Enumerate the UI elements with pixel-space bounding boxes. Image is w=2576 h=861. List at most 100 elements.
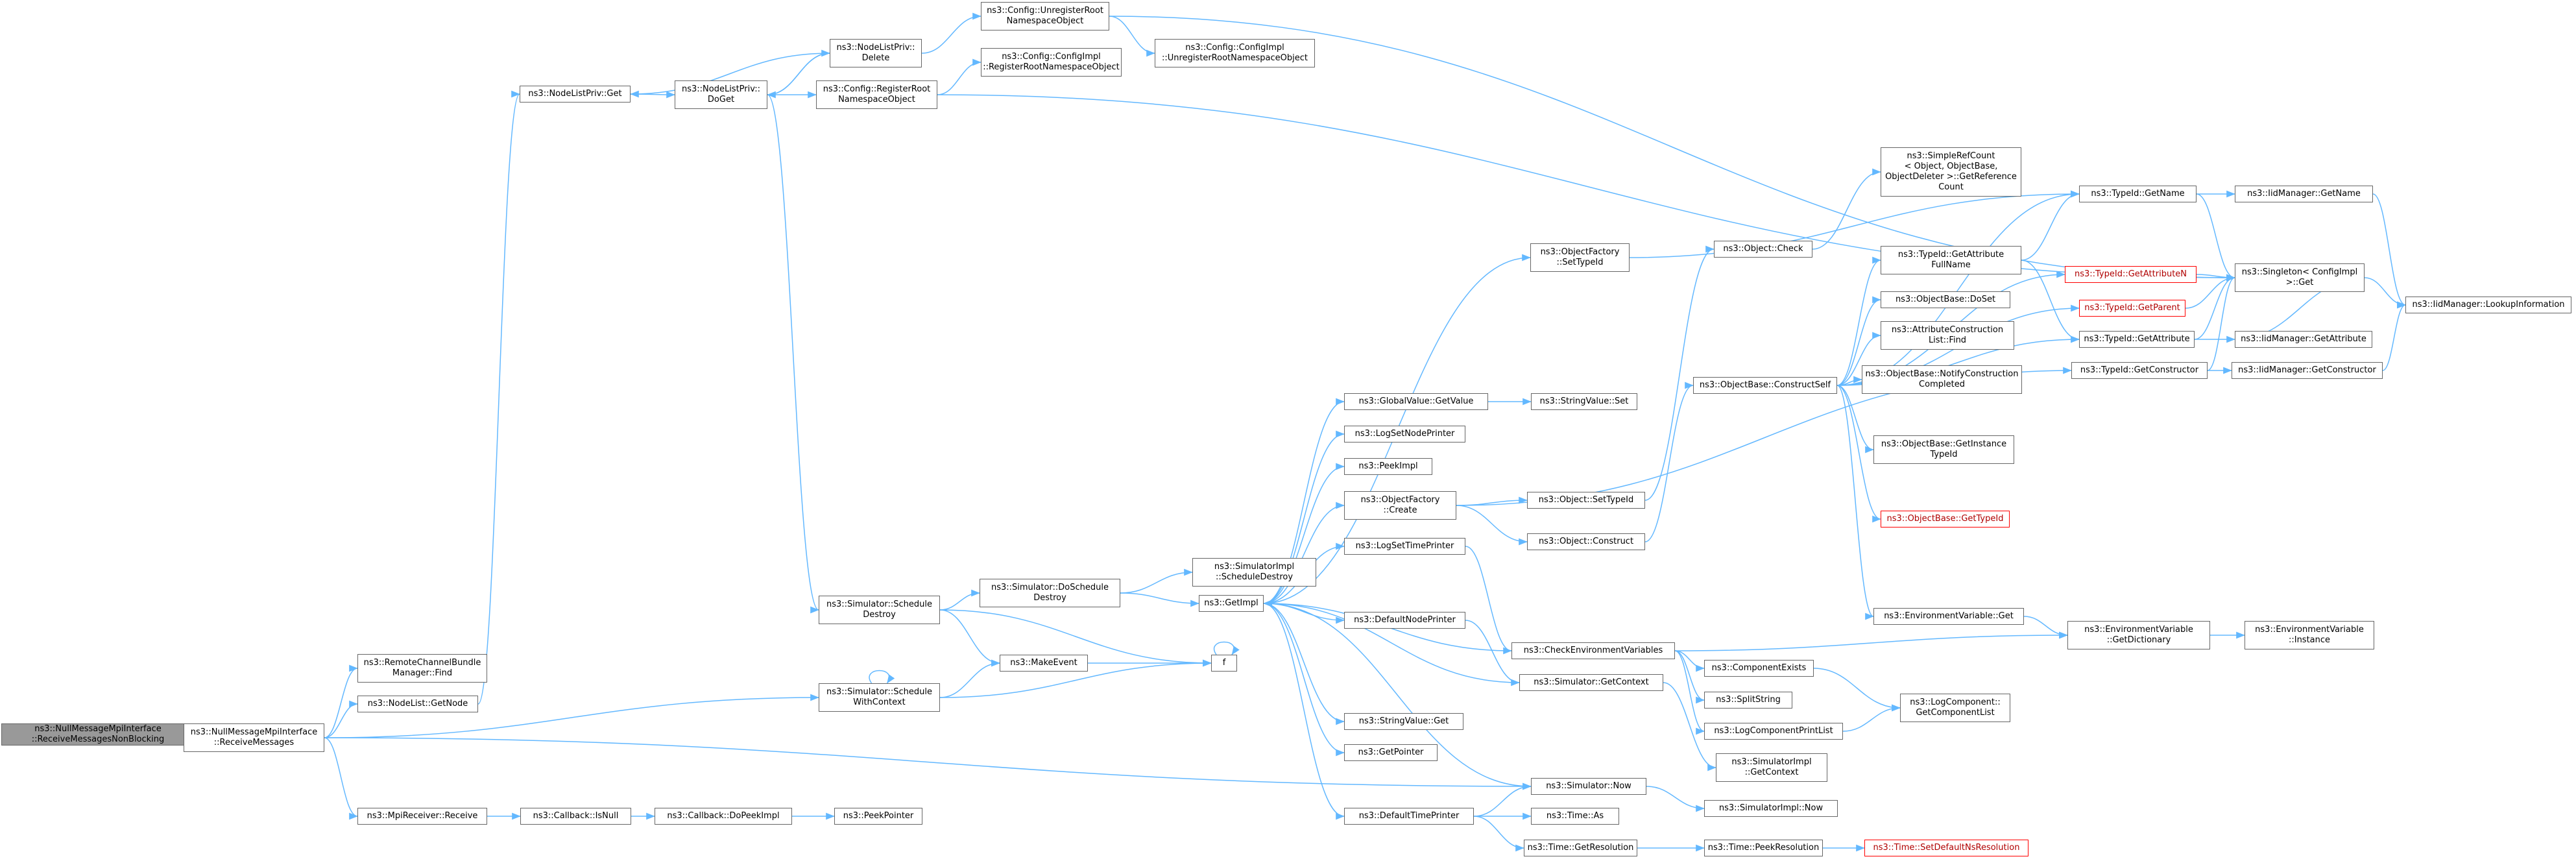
node-obgt[interactable]: ns3::ObjectBase::GetTypeId [1881, 511, 2010, 528]
node-nlgn[interactable]: ns3::NodeList::GetNode [357, 696, 478, 712]
edge-oc-to-obcs [1644, 382, 1694, 542]
edge-cev-to-evgd [1674, 631, 2068, 651]
edge-evg-to-evgd [2023, 616, 2068, 639]
node-nlpd[interactable]: ns3::NodeListPriv:: Delete [830, 39, 922, 67]
node-evi[interactable]: ns3::EnvironmentVariable ::Instance [2245, 621, 2374, 649]
node-gi[interactable]: ns3::GetImpl [1199, 595, 1264, 612]
edge-sgc-to-sigc [1663, 682, 1716, 771]
node-sn[interactable]: ns3::Simulator::Now [1531, 778, 1646, 795]
node-sgc[interactable]: ns3::Simulator::GetContext [1519, 674, 1663, 691]
edge-sn-to-sin [1646, 786, 1705, 812]
edge-nlpd-to-nlpg [630, 53, 830, 98]
node-rm[interactable]: ns3::NullMessageMpiInterface ::ReceiveMe… [184, 723, 324, 752]
node-ochk[interactable]: ns3::Object::Check [1714, 241, 1812, 258]
node-tgan[interactable]: ns3::TypeId::GetAttributeN [2065, 266, 2197, 283]
node-tgr[interactable]: ns3::Time::GetResolution [1524, 840, 1637, 856]
edge-cev-to-lcpl [1674, 650, 1705, 735]
edge-swc-to-me [939, 659, 1000, 698]
edge-dnp-to-sgc [1465, 620, 1520, 686]
edge-tgafn-to-tgn [2021, 190, 2080, 261]
node-sin[interactable]: ns3::SimulatorImpl::Now [1704, 800, 1838, 817]
node-swc[interactable]: ns3::Simulator::Schedule WithContext [819, 683, 940, 712]
node-me[interactable]: ns3::MakeEvent [1000, 655, 1088, 672]
edge-rm-to-mpr [324, 737, 358, 820]
node-ss[interactable]: ns3::SplitString [1704, 692, 1792, 709]
edge-tgafn-to-tga [2021, 260, 2080, 343]
node-sdsd[interactable]: ns3::Simulator::DoSchedule Destroy [980, 579, 1120, 607]
node-ofst[interactable]: ns3::ObjectFactory ::SetTypeId [1530, 243, 1630, 272]
node-tsdr[interactable]: ns3::Time::SetDefaultNsResolution [1864, 840, 2028, 856]
node-obnc[interactable]: ns3::ObjectBase::NotifyConstruction Comp… [1862, 365, 2022, 394]
node-pp[interactable]: ns3::PeekPointer [834, 808, 922, 825]
edge-obcs-to-obgi [1836, 385, 1874, 454]
edge-nlpd-to-nlpdg [767, 53, 830, 99]
node-lcpl[interactable]: ns3::LogComponentPrintList [1704, 723, 1843, 740]
node-mpr[interactable]: ns3::MpiReceiver::Receive [357, 808, 487, 825]
node-ssd[interactable]: ns3::Simulator::Schedule Destroy [819, 596, 940, 624]
node-imga[interactable]: ns3::IidManager::GetAttribute [2235, 331, 2372, 348]
edge-ssd-to-me [939, 609, 1000, 667]
node-obds[interactable]: ns3::ObjectBase::DoSet [1881, 291, 2010, 308]
edge-swc-to-f [939, 659, 1212, 698]
node-evg[interactable]: ns3::EnvironmentVariable::Get [1873, 608, 2024, 625]
node-oc[interactable]: ns3::Object::Construct [1527, 533, 1645, 550]
node-imgn[interactable]: ns3::IidManager::GetName [2235, 186, 2373, 202]
node-tgc[interactable]: ns3::TypeId::GetConstructor [2071, 362, 2208, 379]
node-tpr[interactable]: ns3::Time::PeekResolution [1704, 840, 1823, 856]
node-f[interactable]: f [1211, 655, 1237, 672]
node-root: ns3::NullMessageMpiInterface ::ReceiveMe… [1, 723, 195, 746]
node-tgafn[interactable]: ns3::TypeId::GetAttribute FullName [1881, 246, 2021, 274]
edge-imgc-to-imli [2382, 301, 2406, 371]
node-ciur[interactable]: ns3::Config::ConfigImpl ::UnregisterRoot… [1155, 39, 1315, 67]
edge-nlpdg-to-ssd [767, 94, 819, 614]
node-tgn[interactable]: ns3::TypeId::GetName [2079, 186, 2197, 202]
edge-gi-to-dtp [1263, 603, 1345, 820]
node-imli[interactable]: ns3::IidManager::LookupInformation [2405, 297, 2571, 313]
node-gvg[interactable]: ns3::GlobalValue::GetValue [1344, 393, 1488, 410]
node-cev[interactable]: ns3::CheckEnvironmentVariables [1511, 642, 1675, 659]
node-ce[interactable]: ns3::ComponentExists [1704, 660, 1814, 677]
node-sci[interactable]: ns3::Singleton< ConfigImpl >::Get [2235, 263, 2365, 292]
edge-sgc-to-gi [1263, 600, 1520, 683]
node-aclf[interactable]: ns3::AttributeConstruction List::Find [1881, 321, 2014, 350]
node-cur[interactable]: ns3::Config::UnregisterRoot NamespaceObj… [981, 2, 1109, 30]
node-obcs[interactable]: ns3::ObjectBase::ConstructSelf [1693, 377, 1837, 394]
edge-rm-to-nlgn [324, 700, 358, 738]
node-tas[interactable]: ns3::Time::As [1531, 808, 1619, 825]
edge-gi-to-lsnp [1263, 430, 1345, 604]
node-srco[interactable]: ns3::SimpleRefCount < Object, ObjectBase… [1881, 147, 2021, 197]
edge-cur-to-sci [1109, 16, 2235, 282]
node-tga[interactable]: ns3::TypeId::GetAttribute [2079, 331, 2195, 348]
edge-gi-to-svg [1263, 603, 1345, 725]
edge-crr-to-cirn [937, 58, 981, 95]
node-pi[interactable]: ns3::PeekImpl [1344, 458, 1432, 475]
node-ofc[interactable]: ns3::ObjectFactory ::Create [1344, 491, 1456, 520]
node-imgc[interactable]: ns3::IidManager::GetConstructor [2232, 362, 2383, 379]
edge-gi-to-gvg [1263, 398, 1345, 604]
node-dtp[interactable]: ns3::DefaultTimePrinter [1344, 808, 1474, 825]
node-tgp[interactable]: ns3::TypeId::GetParent [2079, 300, 2185, 317]
node-sigc[interactable]: ns3::SimulatorImpl ::GetContext [1716, 753, 1827, 782]
node-lstp[interactable]: ns3::LogSetTimePrinter [1344, 538, 1465, 555]
edge-gi-to-pi [1263, 463, 1345, 604]
edge-lcpl-to-lcgcl [1842, 704, 1901, 732]
node-svs[interactable]: ns3::StringValue::Set [1531, 393, 1637, 410]
node-rcb[interactable]: ns3::RemoteChannelBundle Manager::Find [357, 654, 487, 683]
node-cirn[interactable]: ns3::Config::ConfigImpl ::RegisterRootNa… [981, 48, 1122, 77]
node-lsnp[interactable]: ns3::LogSetNodePrinter [1344, 426, 1465, 443]
edge-f-to-f [1214, 641, 1240, 655]
node-gp[interactable]: ns3::GetPointer [1344, 744, 1438, 761]
node-dnp[interactable]: ns3::DefaultNodePrinter [1344, 612, 1465, 629]
node-sisd[interactable]: ns3::SimulatorImpl ::ScheduleDestroy [1192, 558, 1316, 587]
node-nlpg[interactable]: ns3::NodeListPriv::Get [520, 86, 631, 103]
node-crr[interactable]: ns3::Config::RegisterRoot NamespaceObjec… [816, 80, 937, 109]
node-lcgcl[interactable]: ns3::LogComponent:: GetComponentList [1900, 694, 2010, 722]
edge-cev-to-ce [1674, 650, 1705, 672]
node-obgi[interactable]: ns3::ObjectBase::GetInstance TypeId [1873, 435, 2014, 464]
node-cdpi[interactable]: ns3::Callback::DoPeekImpl [655, 808, 792, 825]
node-svg[interactable]: ns3::StringValue::Get [1344, 713, 1463, 730]
node-evgd[interactable]: ns3::EnvironmentVariable ::GetDictionary [2067, 621, 2210, 649]
node-nlpdg[interactable]: ns3::NodeListPriv:: DoGet [675, 80, 767, 109]
node-ost[interactable]: ns3::Object::SetTypeId [1527, 492, 1645, 509]
node-cbn[interactable]: ns3::Callback::IsNull [520, 808, 631, 825]
